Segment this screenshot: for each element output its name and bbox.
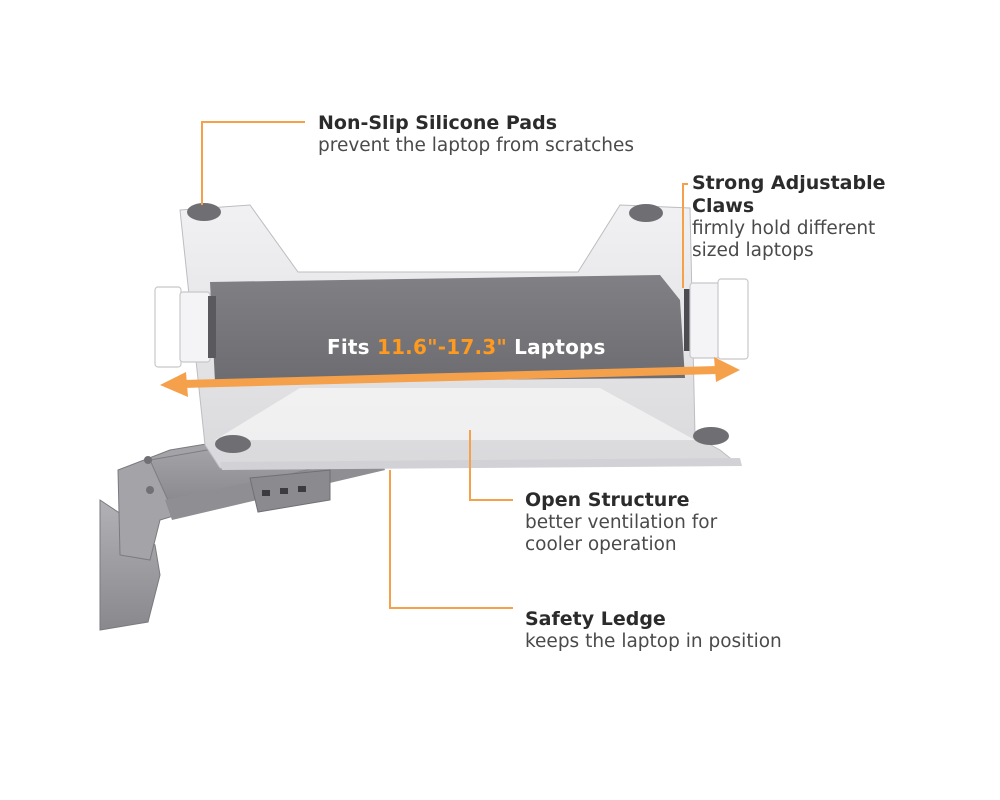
callout-title: Safety Ledge — [525, 608, 666, 630]
callout-desc-line2: sized laptops — [692, 240, 814, 261]
left-claw — [154, 286, 216, 368]
fits-suffix: Laptops — [507, 335, 606, 359]
callout-title: Non-Slip Silicone Pads — [318, 112, 558, 134]
callout-title: Open Structure — [525, 489, 690, 511]
ledge-leader — [389, 470, 513, 609]
width-arrow — [160, 357, 740, 397]
pads-leader — [201, 121, 305, 205]
laptop-tray — [179, 203, 742, 470]
callout-desc-line2: cooler operation — [525, 534, 677, 555]
silicone-pad-icon — [187, 203, 221, 221]
tray-center-panel — [210, 275, 685, 382]
callout-title: Strong Adjustable — [692, 172, 886, 194]
callout-title-line2: Claws — [692, 195, 755, 217]
callout-desc: firmly hold different — [692, 218, 876, 239]
callout-desc: keeps the laptop in position — [525, 631, 782, 652]
right-claw — [684, 278, 749, 360]
fits-range: 11.6"-17.3" — [376, 335, 507, 359]
callout-silicone-pads: Non-Slip Silicone Pads prevent the lapto… — [318, 112, 634, 157]
silicone-pad-icon — [215, 435, 251, 453]
fits-range-label: Fits 11.6"-17.3" Laptops — [327, 335, 606, 359]
open-leader — [469, 430, 513, 501]
callout-safety-ledge: Safety Ledge keeps the laptop in positio… — [525, 608, 782, 653]
callout-desc: prevent the laptop from scratches — [318, 135, 635, 156]
silicone-pad-icon — [629, 204, 663, 222]
claws-leader — [682, 183, 688, 288]
silicone-pad-icon — [693, 427, 729, 445]
callout-desc: better ventilation for — [525, 512, 718, 533]
callout-adjustable-claws: Strong Adjustable Claws firmly hold diff… — [692, 172, 922, 262]
callout-open-structure: Open Structure better ventilation for co… — [525, 489, 785, 556]
leader-lines — [201, 121, 688, 609]
fits-prefix: Fits — [327, 335, 377, 359]
